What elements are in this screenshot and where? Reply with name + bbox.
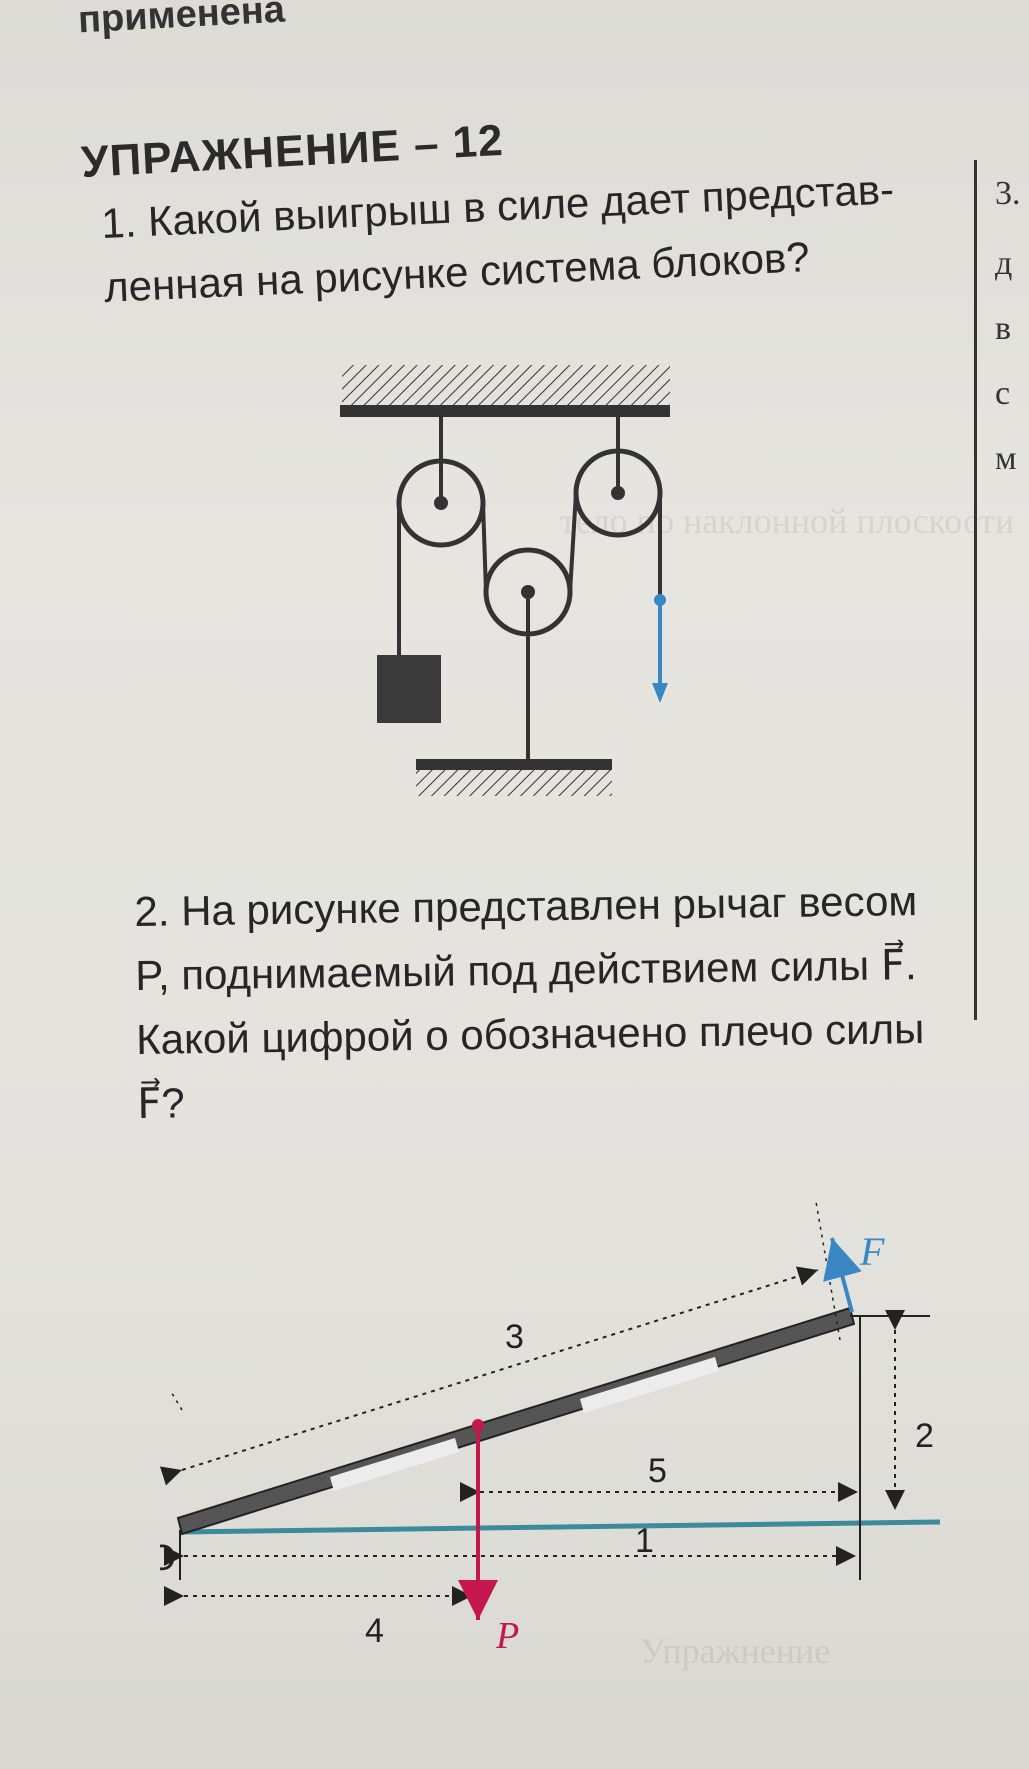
label-4: 4 xyxy=(365,1612,384,1650)
load-block xyxy=(377,655,441,723)
lever-figure: F P O 1 2 3 4 5 xyxy=(160,1201,941,1657)
pivot-label: O xyxy=(160,1537,176,1578)
ground-line xyxy=(179,1519,941,1535)
right-column-fragment: в xyxy=(995,310,1012,347)
floor-support xyxy=(416,759,612,796)
question-2-line-1: 2. На рисунке представлен рычаг весом xyxy=(134,877,918,935)
pulley-system-figure xyxy=(340,365,670,796)
column-divider xyxy=(974,160,977,1020)
bleed-through-text: Упражнение xyxy=(640,1631,831,1671)
previous-text-fragment: применена xyxy=(77,0,286,42)
ceiling-support xyxy=(340,365,670,417)
question-2-line-2: P, поднимаемый под действием силы F⃗. xyxy=(135,941,917,999)
force-label: F xyxy=(859,1229,885,1274)
dimension-3 xyxy=(160,1266,819,1486)
question-2: 2. На рисунке представлен рычаг весом P,… xyxy=(134,868,987,1136)
rope xyxy=(397,492,662,655)
question-2-line-4: F⃗? xyxy=(136,1079,185,1127)
label-1: 1 xyxy=(635,1522,654,1560)
right-column-number: 3. xyxy=(995,175,1021,212)
label-5: 5 xyxy=(648,1452,667,1490)
pull-force-arrow xyxy=(652,594,668,703)
right-column-fragment: с xyxy=(995,375,1011,412)
right-column-fragment: м xyxy=(995,440,1017,477)
right-column-fragment: д xyxy=(995,245,1013,282)
weight-label: P xyxy=(495,1615,519,1657)
weight-arrow-p xyxy=(458,1419,498,1620)
question-2-line-3: Какой цифрой о обозначено плечо силы xyxy=(135,1004,925,1063)
dimension-3-extension xyxy=(169,1389,183,1411)
bleed-through-text: тело по наклонной плоскости xyxy=(560,501,1015,541)
label-2: 2 xyxy=(915,1417,934,1455)
force-arrow-f xyxy=(823,1237,862,1313)
label-3: 3 xyxy=(505,1318,524,1356)
